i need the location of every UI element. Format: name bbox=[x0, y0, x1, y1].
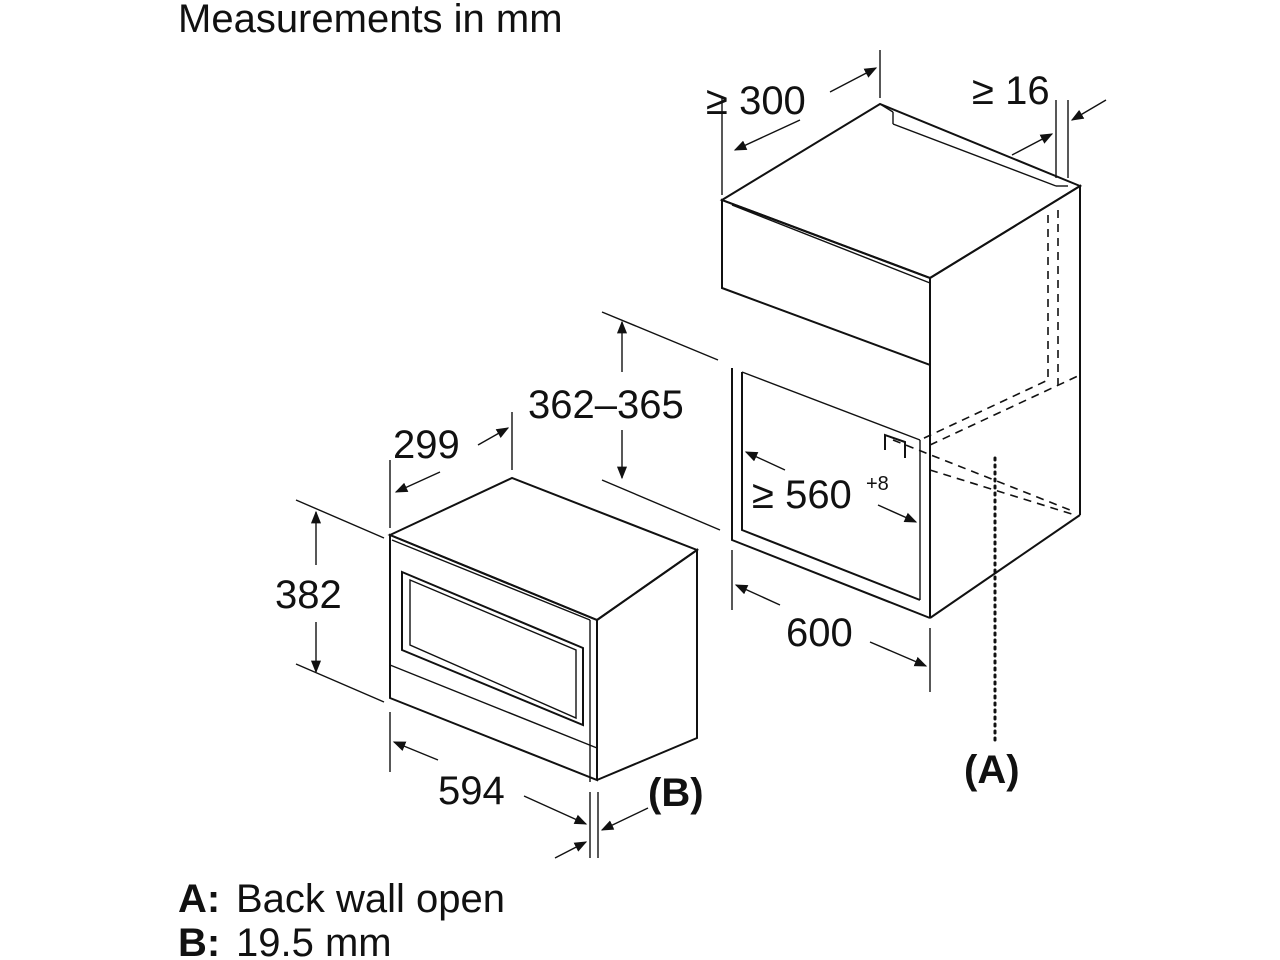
legend-a-key: A: bbox=[178, 877, 220, 921]
dim-niche-width-tolerance: +8 bbox=[866, 473, 889, 495]
dim-niche-height: 362–365 bbox=[528, 383, 684, 427]
callout-a: (A) bbox=[964, 748, 1020, 792]
callout-b: (B) bbox=[648, 771, 704, 815]
legend-a-text: Back wall open bbox=[236, 877, 505, 921]
appliance-drawing bbox=[387, 476, 700, 782]
dim-depth-min: ≥ 300 bbox=[706, 79, 806, 123]
dimension-lines bbox=[295, 50, 1107, 859]
legend-b-key: B: bbox=[178, 921, 220, 960]
legend-b-text: 19.5 mm bbox=[236, 921, 392, 960]
page-title: Measurements in mm bbox=[178, 0, 563, 41]
dim-appliance-depth: 299 bbox=[393, 423, 460, 467]
cabinet-drawing bbox=[719, 102, 1083, 742]
dim-rear-gap-min: ≥ 16 bbox=[972, 69, 1050, 113]
dim-appliance-width: 594 bbox=[438, 769, 505, 813]
dim-niche-width: ≥ 560 bbox=[752, 473, 852, 517]
dim-appliance-height: 382 bbox=[275, 573, 342, 617]
dim-cabinet-width: 600 bbox=[786, 611, 853, 655]
